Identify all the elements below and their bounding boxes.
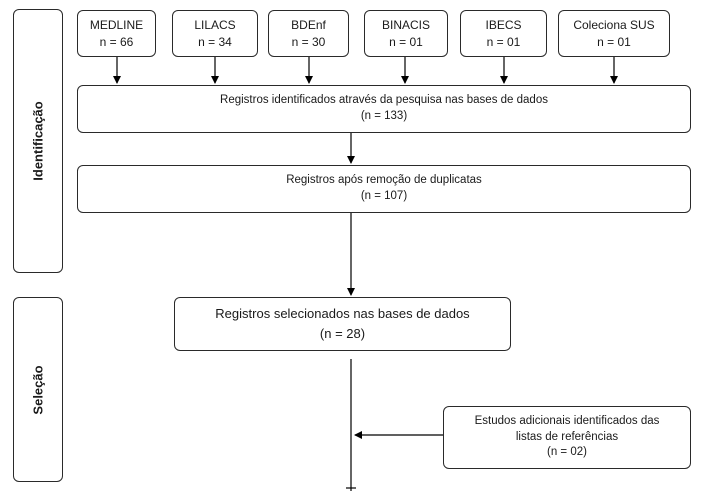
- source-name: IBECS: [485, 18, 522, 33]
- deduplicated-records-box: Registros após remoção de duplicatas (n …: [77, 165, 691, 213]
- source-bdenf: BDEnf n = 30: [268, 10, 349, 57]
- phase-identification: Identificação: [13, 9, 63, 273]
- additional-line1: Estudos adicionais identificados das: [474, 415, 660, 428]
- source-count: n = 30: [291, 34, 326, 49]
- deduplicated-count: (n = 107): [360, 190, 408, 202]
- additional-studies-box: Estudos adicionais identificados das lis…: [443, 406, 691, 469]
- source-name: BINACIS: [381, 18, 430, 33]
- source-medline: MEDLINE n = 66: [77, 10, 156, 57]
- identified-label: Registros identificados através da pesqu…: [220, 94, 548, 107]
- source-coleciona-sus: Coleciona SUS n = 01: [558, 10, 670, 57]
- source-count: n = 66: [99, 34, 134, 49]
- identified-records-box: Registros identificados através da pesqu…: [77, 85, 691, 133]
- additional-line2: listas de referências: [515, 430, 619, 443]
- source-name: BDEnf: [291, 18, 326, 33]
- selected-label: Registros selecionados nas bases de dado…: [215, 305, 470, 321]
- phase-selection: Seleção: [13, 297, 63, 482]
- deduplicated-label: Registros após remoção de duplicatas: [286, 174, 482, 187]
- source-count: n = 01: [597, 34, 631, 49]
- selected-records-box: Registros selecionados nas bases de dado…: [174, 297, 511, 351]
- source-count: n = 01: [389, 34, 423, 49]
- source-name: MEDLINE: [89, 18, 144, 33]
- source-ibecs: IBECS n = 01: [460, 10, 547, 57]
- phase-identification-label: Identificação: [30, 101, 46, 181]
- source-count: n = 01: [486, 34, 521, 49]
- selected-count: (n = 28): [319, 326, 366, 341]
- phase-selection-label: Seleção: [30, 364, 46, 415]
- source-lilacs: LILACS n = 34: [172, 10, 258, 57]
- source-name: Coleciona SUS: [573, 18, 655, 33]
- additional-count: (n = 02): [547, 446, 587, 459]
- identified-count: (n = 133): [360, 110, 408, 122]
- source-binacis: BINACIS n = 01: [364, 10, 448, 57]
- source-count: n = 34: [198, 34, 232, 49]
- source-name: LILACS: [194, 18, 236, 33]
